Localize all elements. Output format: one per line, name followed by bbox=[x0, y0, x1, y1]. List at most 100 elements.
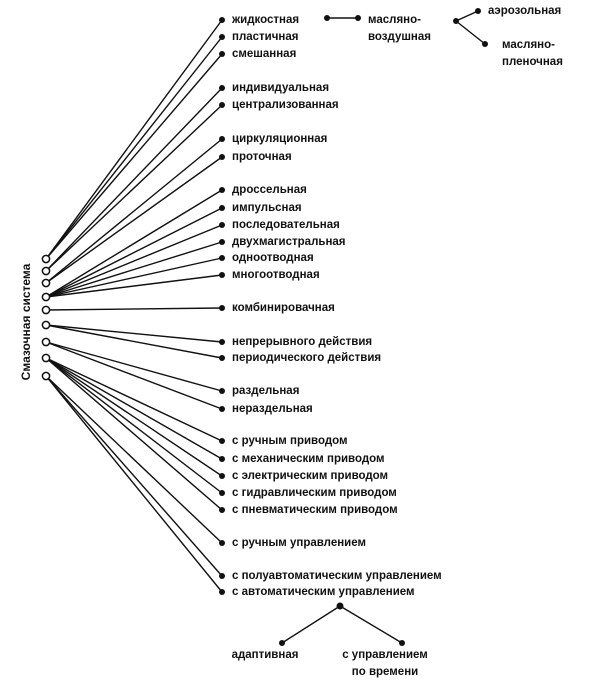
g4-edge-2 bbox=[45, 224, 223, 298]
g4-item-label-5: многоотводная bbox=[232, 269, 320, 281]
g7-item-label-0: раздельная bbox=[232, 385, 299, 397]
adaptive-dot bbox=[279, 640, 285, 646]
g4-edge-1 bbox=[45, 207, 223, 298]
automatic-branch-dot bbox=[336, 602, 344, 610]
g8-edge-2 bbox=[45, 357, 223, 477]
g8-item-label-1: с механическим приводом bbox=[232, 453, 385, 465]
g6-origin-node bbox=[41, 320, 51, 330]
time-control-label-line2: по времени bbox=[352, 666, 418, 678]
aerosol-dot bbox=[475, 8, 481, 14]
g3-item-dot-1 bbox=[219, 154, 225, 160]
g8-edge-1 bbox=[45, 357, 223, 460]
oil-air-branch-dot bbox=[453, 18, 459, 24]
g3-edge-0 bbox=[45, 138, 223, 284]
g8-item-dot-4 bbox=[219, 507, 225, 513]
g7-edge-0 bbox=[45, 341, 223, 392]
g4-item-dot-5 bbox=[219, 272, 225, 278]
g4-edge-5 bbox=[45, 274, 223, 298]
g7-item-dot-1 bbox=[219, 406, 225, 412]
automatic-to-adaptive-edge bbox=[281, 605, 341, 644]
g9-item-label-1: с полуавтоматическим управлением bbox=[232, 570, 442, 582]
g9-edge-2 bbox=[45, 375, 223, 593]
g9-item-label-0: с ручным управлением bbox=[232, 537, 366, 549]
g3-origin-node bbox=[41, 278, 51, 288]
g7-edge-1 bbox=[45, 341, 223, 410]
g1-item-dot-1 bbox=[219, 34, 225, 40]
g3-edge-1 bbox=[45, 156, 223, 284]
g8-edge-4 bbox=[45, 357, 223, 511]
g6-item-dot-1 bbox=[219, 355, 225, 361]
g1-item-dot-0 bbox=[219, 17, 225, 23]
g8-item-label-2: с электрическим приводом bbox=[232, 470, 388, 482]
oil-film-label-line1: масляно- bbox=[502, 39, 555, 51]
g4-item-dot-2 bbox=[219, 222, 225, 228]
g5-edge-0 bbox=[45, 307, 223, 311]
root-label: Смазочная система bbox=[19, 263, 33, 380]
g4-item-label-4: одноотводная bbox=[232, 252, 314, 264]
g8-item-label-0: с ручным приводом bbox=[232, 435, 348, 447]
g1-origin-node bbox=[41, 254, 51, 264]
g4-item-label-3: двухмагистральная bbox=[232, 236, 346, 248]
aerosol-label: аэрозольная bbox=[488, 5, 561, 17]
g1-edge-0 bbox=[45, 19, 223, 260]
oil-air-dot bbox=[355, 15, 361, 21]
g5-origin-node bbox=[41, 305, 51, 315]
time-control-label-line1: с управлением bbox=[342, 649, 428, 661]
g6-item-dot-0 bbox=[219, 339, 225, 345]
g1-item-dot-2 bbox=[219, 51, 225, 57]
g5-item-label-0: комбинировачная bbox=[232, 302, 335, 314]
g1-item-label-0: жидкостная bbox=[231, 14, 299, 26]
g2-item-label-0: индивидуальная bbox=[232, 82, 329, 94]
g8-edge-3 bbox=[45, 357, 223, 494]
g2-edge-1 bbox=[45, 104, 223, 272]
time-control-dot bbox=[399, 640, 405, 646]
g1-edge-1 bbox=[45, 36, 223, 260]
oil-film-dot bbox=[482, 41, 488, 47]
g5-item-dot-0 bbox=[219, 305, 225, 311]
oil-air-to-oil-film-edge bbox=[455, 20, 486, 45]
g9-item-dot-2 bbox=[219, 589, 225, 595]
g2-item-dot-0 bbox=[219, 85, 225, 91]
g8-item-label-3: с гидравлическим приводом bbox=[232, 487, 397, 499]
g8-item-label-4: с пневматическим приводом bbox=[232, 504, 398, 516]
automatic-to-time-control-edge bbox=[339, 605, 403, 644]
g4-item-label-2: последовательная bbox=[232, 219, 340, 231]
g4-edge-4 bbox=[45, 257, 223, 298]
g2-origin-node bbox=[41, 266, 51, 276]
g6-edge-0 bbox=[45, 324, 223, 343]
g1-item-label-2: смешанная bbox=[232, 48, 296, 60]
g4-item-label-0: дроссельная bbox=[232, 184, 307, 196]
g7-item-dot-0 bbox=[219, 388, 225, 394]
g1-item-label-1: пластичная bbox=[232, 31, 298, 43]
g8-item-dot-1 bbox=[219, 456, 225, 462]
oil-air-label-line2: воздушная bbox=[368, 31, 431, 43]
g9-edge-0 bbox=[45, 375, 223, 544]
g9-item-label-2: с автоматическим управлением bbox=[232, 586, 415, 598]
g4-edge-3 bbox=[45, 241, 223, 298]
g8-item-dot-3 bbox=[219, 490, 225, 496]
g2-item-label-1: централизованная bbox=[232, 99, 339, 111]
g2-edge-0 bbox=[45, 87, 223, 272]
g7-origin-node bbox=[41, 337, 51, 347]
g3-item-label-1: проточная bbox=[232, 151, 292, 163]
g4-edge-0 bbox=[45, 189, 223, 298]
g8-item-dot-2 bbox=[219, 473, 225, 479]
g9-item-dot-1 bbox=[219, 573, 225, 579]
g3-item-dot-0 bbox=[219, 136, 225, 142]
g8-item-dot-0 bbox=[219, 438, 225, 444]
g4-item-dot-0 bbox=[219, 187, 225, 193]
g4-origin-node bbox=[41, 292, 51, 302]
g6-item-label-1: периодического действия bbox=[232, 352, 381, 364]
g4-item-label-1: импульсная bbox=[232, 202, 302, 214]
oil-film-label-line2: пленочная bbox=[502, 56, 563, 68]
g9-origin-node bbox=[41, 371, 51, 381]
g6-edge-1 bbox=[45, 324, 223, 359]
g2-item-dot-1 bbox=[219, 102, 225, 108]
oil-air-label-line1: масляно- bbox=[368, 14, 421, 26]
g3-item-label-0: циркуляционная bbox=[232, 133, 327, 145]
g4-item-dot-4 bbox=[219, 255, 225, 261]
g9-edge-1 bbox=[45, 375, 223, 577]
adaptive-label: адаптивная bbox=[232, 649, 299, 661]
g4-item-dot-3 bbox=[219, 239, 225, 245]
